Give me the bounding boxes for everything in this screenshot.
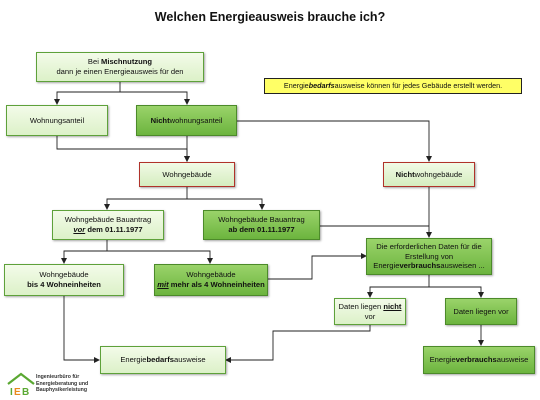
box-wohnungsanteil: Wohnungsanteil [6, 105, 108, 136]
vor-label: Daten liegen vor [453, 306, 509, 316]
bauantrag-ab-line2: ab dem 01.11.1977 [228, 225, 295, 234]
house-logo-icon: I E B [7, 372, 35, 398]
box-nichtwohnungsanteil: Nichtwohnungsanteil [136, 105, 237, 136]
daten-line2: Erstellung von [404, 251, 454, 261]
nicht-vor-pre: Daten liegen [338, 301, 384, 311]
mehr4-line1: Wohngebäude [186, 270, 236, 280]
box-nichtwohngebaeude: Nichtwohngebäude [383, 162, 475, 187]
nichtwohnungsanteil-rest: wohnungsanteil [169, 115, 223, 125]
note-emphasis: bedarfs [308, 81, 335, 91]
bauantrag-vor-line1: Wohngebäude Bauantrag [64, 215, 152, 225]
box-daten-verbrauchsausweise: Die erforderlichen Daten für die Erstell… [366, 238, 492, 275]
nichtwohngebaeude-bold: Nicht [395, 169, 415, 179]
box-bauantrag-vor-1977: Wohngebäude Bauantrag vor dem 01.11.1977 [52, 210, 164, 240]
wohngebaeude-label: Wohngebäude [162, 169, 212, 179]
logo-letter-i: I [10, 387, 13, 398]
box-wohngebaeude: Wohngebäude [139, 162, 235, 187]
ieb-logo: I E B Ingenieurbüro für Energieberatung … [6, 372, 96, 398]
bedarf-bold: bedarfs [146, 355, 174, 365]
verbrauch-post: ausweise [496, 355, 529, 365]
daten-bold: verbrauchs [399, 261, 441, 271]
box-daten-nicht-vor: Daten liegen nicht vor [334, 298, 406, 325]
start-pre: Bei [87, 57, 102, 67]
nichtwohngebaeude-rest: wohngebäude [414, 169, 463, 179]
box-daten-vor: Daten liegen vor [445, 298, 517, 325]
start-box-mischnutzung: Bei Mischnutzung dann je einen Energieau… [36, 52, 204, 82]
bauantrag-vor-emphasis: vor [73, 225, 86, 234]
bauantrag-ab-line1: Wohngebäude Bauantrag [218, 215, 305, 225]
start-line2: dann je einen Energieausweis für den [56, 67, 184, 76]
daten-line1: Die erforderlichen Daten für die [376, 241, 482, 251]
daten-post: ausweisen ... [440, 261, 485, 271]
note-post: ausweise können für jedes Gebäude erstel… [334, 81, 503, 91]
mehr4-rest: mehr als 4 Wohneinheiten [168, 280, 265, 289]
result-energiebedarfsausweise: Energiebedarfsausweise [100, 346, 226, 374]
nicht-vor-bold: nicht [383, 301, 402, 311]
box-mehr-als-4-wohneinheiten: Wohngebäude mit mehr als 4 Wohneinheiten [154, 264, 268, 296]
bedarf-post: ausweise [173, 355, 206, 365]
note-pre: Energie [283, 81, 309, 91]
bedarf-pre: Energie [120, 355, 147, 365]
verbrauch-bold: verbrauchs [455, 355, 497, 365]
logo-text-line2: Energieberatung und [36, 380, 89, 387]
daten-pre: Energie [373, 261, 400, 271]
nichtwohnungsanteil-bold: Nicht [150, 115, 170, 125]
nicht-vor-line2: vor [364, 311, 376, 321]
wohnungsanteil-label: Wohnungsanteil [29, 115, 85, 125]
box-bauantrag-ab-1977: Wohngebäude Bauantrag ab dem 01.11.1977 [203, 210, 320, 240]
bis4-line2: bis 4 Wohneinheiten [27, 280, 101, 289]
box-bis-4-wohneinheiten: Wohngebäude bis 4 Wohneinheiten [4, 264, 124, 296]
logo-letter-e: E [14, 387, 21, 398]
logo-text-line3: Bauphysikerleistung [36, 387, 88, 393]
logo-letter-b: B [22, 387, 29, 398]
mehr4-emphasis: mit [157, 280, 169, 289]
verbrauch-pre: Energie [429, 355, 456, 365]
logo-text: Ingenieurbüro für Energieberatung und Ba… [36, 374, 98, 394]
page-title: Welchen Energieausweis brauche ich? [154, 10, 386, 24]
start-bold: Mischnutzung [101, 57, 153, 67]
logo-text-line1: Ingenieurbüro für [36, 374, 80, 380]
result-energieverbrauchsausweise: Energieverbrauchsausweise [423, 346, 535, 374]
bis4-line1: Wohngebäude [39, 270, 89, 280]
bauantrag-vor-rest: dem 01.11.1977 [85, 225, 143, 234]
